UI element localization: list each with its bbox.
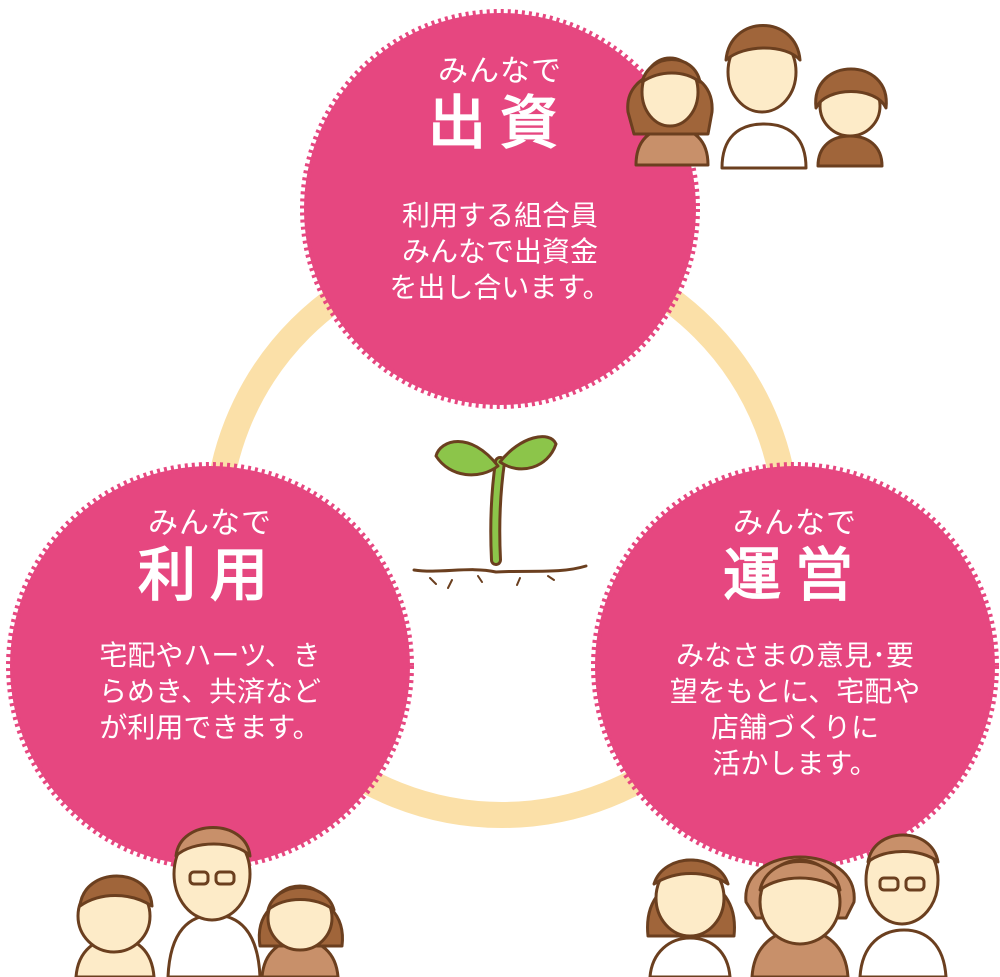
top-body-line: を出し合います。 xyxy=(389,271,611,304)
left-circle-content: みんなで 利用 宅配やハーツ、き らめき、共済など が利用できます。 xyxy=(50,506,370,746)
left-body-line: らめき、共済など xyxy=(98,675,322,708)
left-body-line: 宅配やハーツ、き xyxy=(99,639,321,672)
family-bottom-right-illustration xyxy=(646,833,948,977)
right-body-line: みなさまの意見･要 xyxy=(675,639,914,672)
right-circle xyxy=(591,462,999,870)
top-body-line: 利用する組合員 xyxy=(401,199,598,232)
family-bottom-left-illustration xyxy=(74,826,344,977)
right-title: 運営 xyxy=(722,541,867,609)
right-body-line: 店舗づくりに xyxy=(710,711,879,744)
top-kicker: みんなで xyxy=(438,54,562,89)
top-title: 出資 xyxy=(427,89,572,157)
right-body-line: 望をもとに、宅配や xyxy=(669,675,921,708)
left-title: 利用 xyxy=(137,541,282,609)
left-body-line: が利用できます。 xyxy=(99,711,321,744)
top-body-line: みんなで出資金 xyxy=(401,235,598,268)
sprout-icon xyxy=(412,435,588,589)
right-kicker: みんなで xyxy=(733,506,857,541)
top-circle-content: みんなで 出資 利用する組合員 みんなで出資金 を出し合います。 xyxy=(340,54,660,306)
left-circle xyxy=(6,462,414,870)
right-circle-content: みんなで 運営 みなさまの意見･要 望をもとに、宅配や 店舗づくりに 活かします… xyxy=(630,506,960,782)
top-circle xyxy=(300,9,700,409)
right-body-line: 活かします。 xyxy=(712,747,878,780)
family-top-illustration xyxy=(626,24,888,170)
left-kicker: みんなで xyxy=(148,506,272,541)
